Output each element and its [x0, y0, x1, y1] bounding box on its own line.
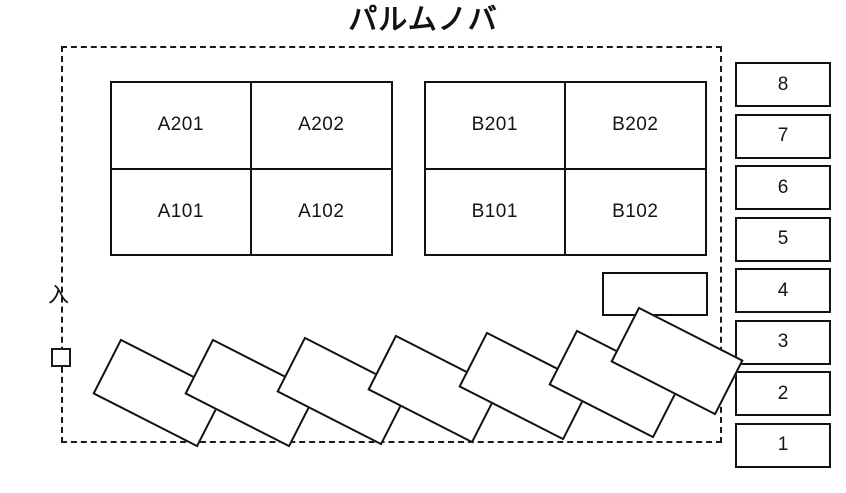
parking-stall-8[interactable]: 8 — [735, 62, 831, 107]
building-b-floor-2: B201 B202 — [426, 83, 705, 170]
property-boundary — [61, 46, 722, 443]
parking-stall-4[interactable]: 4 — [735, 268, 831, 314]
parking-stall-3[interactable]: 3 — [735, 319, 831, 365]
parking-stall-7[interactable]: 7 — [735, 113, 831, 159]
building-b: B201 B202 B101 B102 — [424, 81, 707, 256]
unit-a201[interactable]: A201 — [112, 83, 252, 168]
building-a-floor-1: A101 A102 — [112, 169, 391, 254]
parking-stall-2[interactable]: 2 — [735, 371, 831, 417]
entrance-marker-box — [51, 348, 71, 367]
building-b-floor-1: B101 B102 — [426, 169, 705, 254]
unit-b101[interactable]: B101 — [426, 169, 566, 254]
unit-a202[interactable]: A202 — [251, 83, 391, 168]
building-a-floor-2: A201 A202 — [112, 83, 391, 170]
parking-stall-column: 8 7 6 5 4 3 2 1 — [735, 62, 831, 468]
parking-stall-6[interactable]: 6 — [735, 165, 831, 211]
parking-stall-1[interactable]: 1 — [735, 422, 831, 468]
page-title: パルムノバ — [348, 2, 498, 36]
entrance-label: 入 — [48, 283, 69, 307]
unlabeled-stall[interactable] — [602, 272, 708, 316]
unit-b102[interactable]: B102 — [565, 169, 705, 254]
unit-a101[interactable]: A101 — [112, 169, 252, 254]
unit-b201[interactable]: B201 — [426, 83, 566, 168]
building-a: A201 A202 A101 A102 — [110, 81, 393, 256]
unit-b202[interactable]: B202 — [565, 83, 705, 168]
parking-stall-5[interactable]: 5 — [735, 216, 831, 262]
unit-a102[interactable]: A102 — [251, 169, 391, 254]
